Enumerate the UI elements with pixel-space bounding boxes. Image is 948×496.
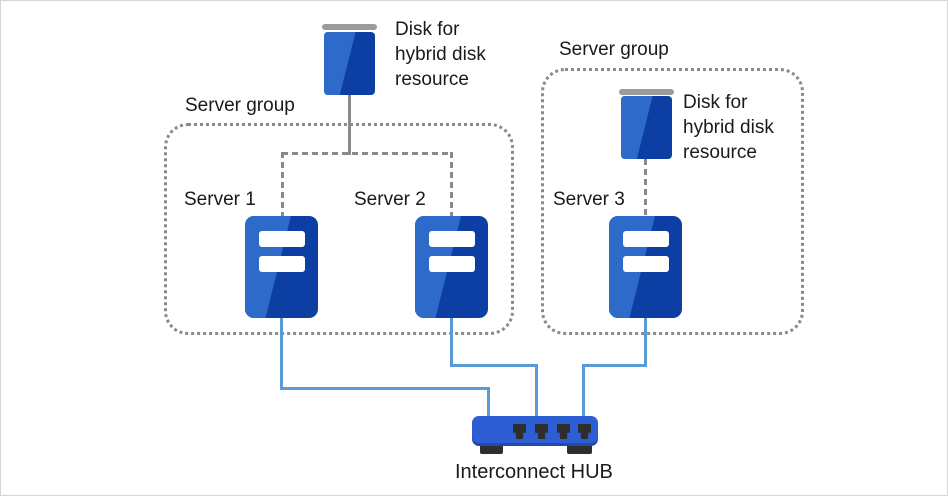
server-slot: [259, 256, 305, 272]
disk-1-label-line2: hybrid disk: [395, 44, 486, 65]
server-icon: [415, 216, 488, 318]
ethernet-port-icon: [557, 424, 570, 439]
disk-icon: [324, 32, 375, 95]
disk-2-label-line1: Disk for: [683, 92, 748, 113]
server2-hub-link-h: [450, 364, 538, 367]
disk-1-label-line3: resource: [395, 69, 469, 90]
disk1-to-server2-line: [450, 152, 453, 216]
server-icon: [609, 216, 682, 318]
disk2-to-server3-line: [644, 159, 647, 216]
server-3-label: Server 3: [553, 189, 625, 210]
server-slot: [259, 231, 305, 247]
disk-2-label-line3: resource: [683, 142, 757, 163]
ethernet-port-icon: [578, 424, 591, 439]
server-group-1-label: Server group: [185, 95, 295, 116]
disk-2-label: Disk for hybrid disk resource: [683, 90, 774, 165]
hub-foot: [567, 446, 592, 454]
server1-hub-link-drop: [487, 387, 490, 417]
server2-hub-link-drop: [535, 364, 538, 417]
disk1-to-server1-line: [281, 152, 284, 216]
server3-hub-link-drop: [582, 364, 585, 417]
server3-hub-link-v: [644, 318, 647, 367]
server-group-2-box: [541, 68, 804, 335]
hub-foot: [480, 446, 503, 454]
server1-hub-link-v: [280, 318, 283, 390]
server2-hub-link-v: [450, 318, 453, 367]
server-group-2-label: Server group: [559, 39, 669, 60]
hub-icon: [472, 416, 598, 446]
disk1-branch-line: [282, 152, 453, 155]
server-group-1-box: [164, 123, 514, 335]
disk-1-label: Disk for hybrid disk resource: [395, 17, 486, 92]
server-slot: [429, 231, 475, 247]
disk-1-cap: [322, 24, 377, 30]
server-1-label: Server 1: [184, 189, 256, 210]
disk-icon: [621, 96, 672, 159]
disk-2-cap: [619, 89, 674, 95]
server-slot: [623, 256, 669, 272]
disk-1-label-line1: Disk for: [395, 19, 460, 40]
server3-hub-link-h: [582, 364, 647, 367]
disk-2-label-line2: hybrid disk: [683, 117, 774, 138]
ethernet-port-icon: [513, 424, 526, 439]
ethernet-port-icon: [535, 424, 548, 439]
server-icon: [245, 216, 318, 318]
disk1-drop-line: [348, 95, 351, 155]
server1-hub-link-h: [280, 387, 490, 390]
server-slot: [623, 231, 669, 247]
hub-label: Interconnect HUB: [455, 461, 613, 483]
server-2-label: Server 2: [354, 189, 426, 210]
server-slot: [429, 256, 475, 272]
